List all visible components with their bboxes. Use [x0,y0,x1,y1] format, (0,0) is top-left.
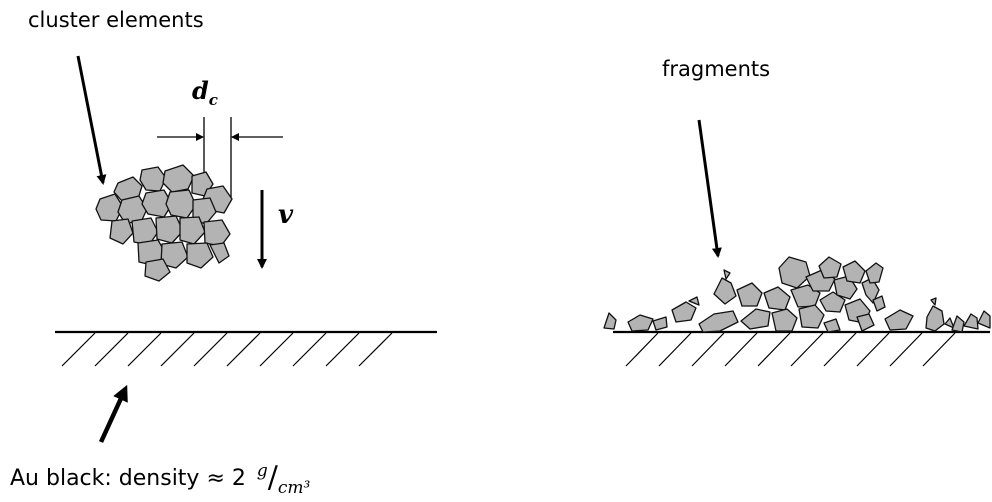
cluster-elements-label: cluster elements [28,8,204,32]
fragments-label: fragments [662,57,771,81]
au-black-arrow [98,384,128,443]
dc-sub: c [208,91,218,109]
fragments-pile [603,256,991,333]
unit-numerator: g [256,461,268,481]
unit-slash: / [267,460,278,495]
cluster-blob [95,164,233,282]
fragments-pointer-arrow [697,119,722,258]
left-substrate-hatching [61,332,393,367]
right-substrate-hatching [625,332,956,367]
cluster-diameter-symbol: dc [192,76,218,109]
dc-main: d [192,76,209,105]
cluster-pointer-arrow [76,55,107,185]
velocity-symbol: v [278,200,294,230]
unit-denominator: cm³ [277,478,311,498]
au-black-text: Au black: density ≈ 2 [10,466,246,491]
au-black-density-label: Au black: density ≈ 2 g/cm³ [10,458,310,498]
